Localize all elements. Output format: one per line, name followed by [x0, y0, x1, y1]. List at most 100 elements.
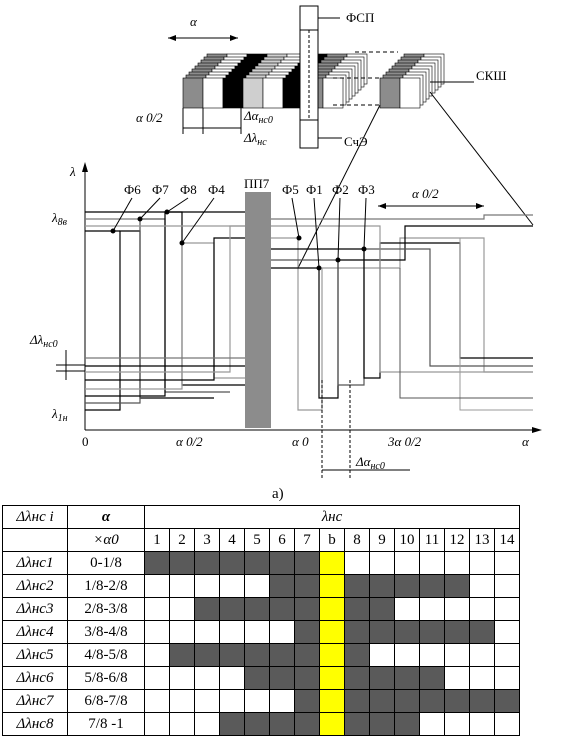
table-cell — [494, 574, 520, 598]
table-cell — [244, 574, 270, 598]
table-cell — [169, 551, 195, 575]
table-cell — [394, 551, 420, 575]
table-cell — [344, 689, 370, 713]
table-cell — [169, 574, 195, 598]
table-cell — [194, 620, 220, 644]
row-range: 6/8-7/8 — [67, 689, 145, 713]
d-lambda-ns0-label: Δλнс0 — [29, 332, 58, 350]
table-cell — [494, 712, 520, 736]
table-cell — [144, 666, 170, 690]
table-cell — [319, 620, 345, 644]
tick-0: 0 — [82, 434, 89, 449]
table-cell — [219, 666, 245, 690]
table-cell — [394, 666, 420, 690]
phi5-label: Ф5 — [282, 182, 299, 197]
table-cell — [169, 597, 195, 621]
phi7-label: Ф7 — [152, 182, 169, 197]
phi3-label: Ф3 — [358, 182, 375, 197]
table-cell — [319, 666, 345, 690]
table-cell — [219, 643, 245, 667]
table-cell — [144, 574, 170, 598]
table-cell — [419, 620, 445, 644]
column-header: 6 — [269, 528, 295, 552]
table-cell — [394, 643, 420, 667]
row-label: Δλнс1 — [2, 551, 68, 575]
tick-3a0-half: 3α 0/2 — [387, 434, 422, 449]
table-cell — [294, 620, 320, 644]
table-cell — [269, 666, 295, 690]
table-cell — [444, 597, 470, 621]
table-cell — [319, 574, 345, 598]
row-range: 7/8 -1 — [67, 712, 145, 736]
table-cell — [194, 643, 220, 667]
table-cell — [319, 643, 345, 667]
fsp-label: ФСП — [346, 10, 374, 25]
table-cell — [144, 689, 170, 713]
table-cell — [444, 551, 470, 575]
scale-assembly: α ФСП СчЭ СКШ α 0/2 Δαнс0 Δλнс — [136, 5, 534, 269]
d-alpha-ns0-label: Δαнс0 — [243, 108, 273, 126]
table-cell — [369, 689, 395, 713]
row-label: Δλнс7 — [2, 689, 68, 713]
table-cell — [369, 597, 395, 621]
phi2-label: Ф2 — [332, 182, 349, 197]
table-cell — [394, 620, 420, 644]
grating-stack-right — [379, 53, 445, 109]
table-cell — [319, 597, 345, 621]
table-cell — [369, 551, 395, 575]
table-cell — [344, 643, 370, 667]
table-cell — [344, 551, 370, 575]
table-cell — [194, 551, 220, 575]
table-cell — [244, 666, 270, 690]
row-label: Δλнс3 — [2, 597, 68, 621]
table-cell — [219, 620, 245, 644]
table-cell — [419, 597, 445, 621]
table-cell — [194, 574, 220, 598]
phase-line — [271, 242, 533, 379]
table-cell — [444, 666, 470, 690]
table-cell — [394, 712, 420, 736]
column-header: 4 — [219, 528, 245, 552]
phase-line — [271, 237, 533, 411]
table-cell — [444, 712, 470, 736]
table-cell — [344, 597, 370, 621]
schi-label: СчЭ — [344, 134, 368, 149]
table-cell — [144, 551, 170, 575]
phase-line — [399, 268, 533, 399]
row-range: 5/8-6/8 — [67, 666, 145, 690]
row-range: 2/8-3/8 — [67, 597, 145, 621]
table-cell — [469, 620, 495, 644]
bottom-d-alpha-label: Δαнс0 — [355, 454, 385, 472]
column-header: 9 — [369, 528, 395, 552]
alpha0-half-top-label: α 0/2 — [412, 186, 439, 201]
phase-line — [85, 230, 214, 411]
phi8-label: Ф8 — [180, 182, 197, 197]
row-label: Δλнс2 — [2, 574, 68, 598]
table-cell — [244, 689, 270, 713]
lambda-1n-label: λ1н — [51, 406, 68, 424]
table-cell — [219, 574, 245, 598]
table-cell — [144, 643, 170, 667]
diagram-figure: α ФСП СчЭ СКШ α 0/2 Δαнс0 Δλнс — [29, 5, 542, 502]
table-cell — [194, 597, 220, 621]
table-cell — [294, 551, 320, 575]
table-cell — [469, 574, 495, 598]
phase-line — [85, 211, 245, 397]
row-label: Δλнс4 — [2, 620, 68, 644]
column-header: 2 — [169, 528, 195, 552]
table-cell — [344, 666, 370, 690]
row-label: Δλнс8 — [2, 712, 68, 736]
table-cell — [369, 666, 395, 690]
table-cell — [294, 666, 320, 690]
table-cell — [269, 574, 295, 598]
row-label: Δλнс5 — [2, 643, 68, 667]
table-cell — [269, 620, 295, 644]
table-cell — [469, 551, 495, 575]
row-range: 4/8-5/8 — [67, 643, 145, 667]
table-cell — [469, 597, 495, 621]
